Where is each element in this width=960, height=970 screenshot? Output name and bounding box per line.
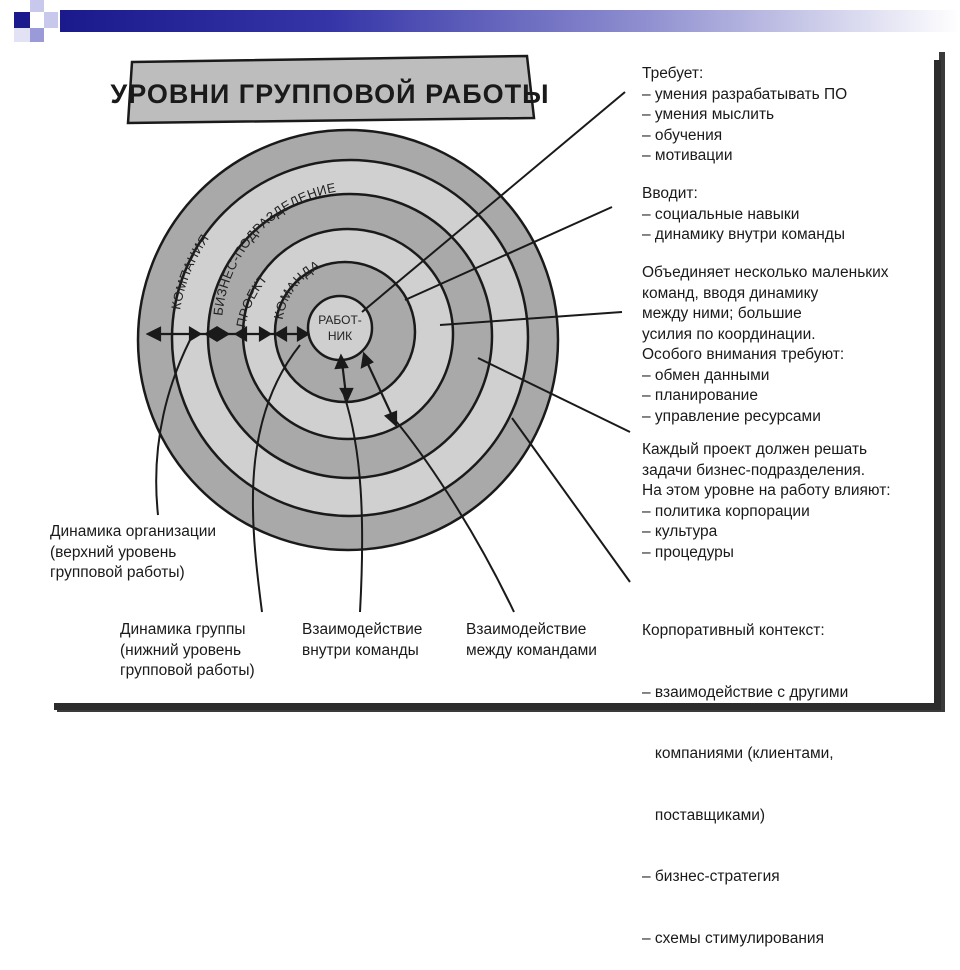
list-item: – мотивации [642,147,733,164]
label-line: групповой работы) [50,564,185,581]
decor-square-light [44,12,58,28]
list-item: компаниями (клиентами, [642,745,834,762]
bottom-pointers [155,339,515,613]
label-line: групповой работы) [120,662,255,679]
annotation-heading: Требует: [642,65,704,82]
frame-shadow-bottom [54,703,941,710]
decor-square-light [30,0,44,12]
arrowhead [273,326,288,342]
annotation-line: задачи бизнес-подразделения. [642,461,866,479]
arrowhead-left [145,326,162,342]
slide-header-bar [60,10,960,32]
worker-label-line2: НИК [328,329,352,343]
label-line: внутри команды [302,641,419,659]
list-item: – схемы стимулирования [642,929,824,947]
label-line: Взаимодействие [302,621,423,638]
annotation-introduces: Вводит: – социальные навыки – динамику в… [642,184,845,246]
label-line: (верхний уровень [50,543,177,561]
levels-diagram: УРОВНИ ГРУППОВОЙ РАБОТЫ КОМПАНИЯ БИЗНЕС-… [110,54,631,613]
title-box: УРОВНИ ГРУППОВОЙ РАБОТЫ [110,54,549,125]
arrowhead [203,326,218,342]
list-item: – политика корпорации [642,502,810,520]
list-item: – планирование [642,387,758,404]
annotation-heading: Корпоративный контекст: [642,622,825,639]
list-item: – умения мыслить [642,106,775,123]
list-item: – процедуры [642,543,734,561]
list-item: – культура [642,523,718,540]
list-item: – бизнес-стратегия [642,868,780,885]
label-line: Динамика организации [50,523,217,540]
leader-lines [361,91,631,583]
frame-shadow-right [934,60,941,710]
arrowhead [216,326,231,342]
leader-corporate [511,417,631,583]
label-line: (нижний уровень [120,641,242,659]
leader-requires [361,91,626,313]
label-between-teams: Взаимодействие между командами [466,620,597,661]
interaction-arrows [334,351,398,428]
label-line: Динамика группы [120,621,246,638]
label-line: Взаимодействие [466,621,587,638]
list-item: – обучения [642,126,723,144]
list-item: – умения разрабатывать ПО [642,85,848,103]
leader-project [477,357,631,433]
arrowhead [188,326,203,342]
annotation-combines: Объединяет несколько маленьких команд, в… [642,263,889,427]
arrowhead [258,326,273,342]
label-group-dynamics: Динамика группы (нижний уровень группово… [120,620,255,682]
annotation-line: Особого внимания требуют: [642,346,845,363]
leader-introduces [404,206,613,301]
annotation-line: между ними; большие [642,305,802,322]
label-org-dynamics: Динамика организации (верхний уровень гр… [50,522,216,584]
list-item: – обмен данными [642,366,770,384]
leader-combines [439,311,623,326]
list-item: – динамику внутри команды [642,226,845,243]
list-item: – социальные навыки [642,205,800,223]
decor-square-pale [14,28,30,42]
diagram-title: УРОВНИ ГРУППОВОЙ РАБОТЫ [110,78,549,109]
annotation-line: усилия по координации. [642,325,816,343]
list-item: – взаимодействие с другими [642,683,849,701]
annotation-project: Каждый проект должен решать задачи бизне… [642,440,891,563]
label-line: между командами [466,641,597,659]
arrowhead [233,326,248,342]
annotation-requires: Требует: – умения разрабатывать ПО – уме… [642,64,847,167]
list-item: поставщиками) [642,806,766,824]
arrowhead-right [296,326,311,342]
annotation-corporate: Корпоративный контекст: – взаимодействие… [642,580,848,970]
level-arrow [145,326,311,342]
annotation-line: Объединяет несколько маленьких [642,264,889,281]
annotation-line: Каждый проект должен решать [642,441,868,458]
annotation-line: команд, вводя динамику [642,284,819,302]
ring-worker [306,294,374,362]
worker-label-line1: РАБОТ- [318,313,362,327]
decor-square-mid [30,28,44,42]
annotation-heading: Вводит: [642,185,698,202]
decor-square-navy [14,12,30,28]
list-item: – управление ресурсами [642,407,821,425]
annotation-line: На этом уровне на работу влияют: [642,482,891,499]
label-within-team: Взаимодействие внутри команды [302,620,422,661]
